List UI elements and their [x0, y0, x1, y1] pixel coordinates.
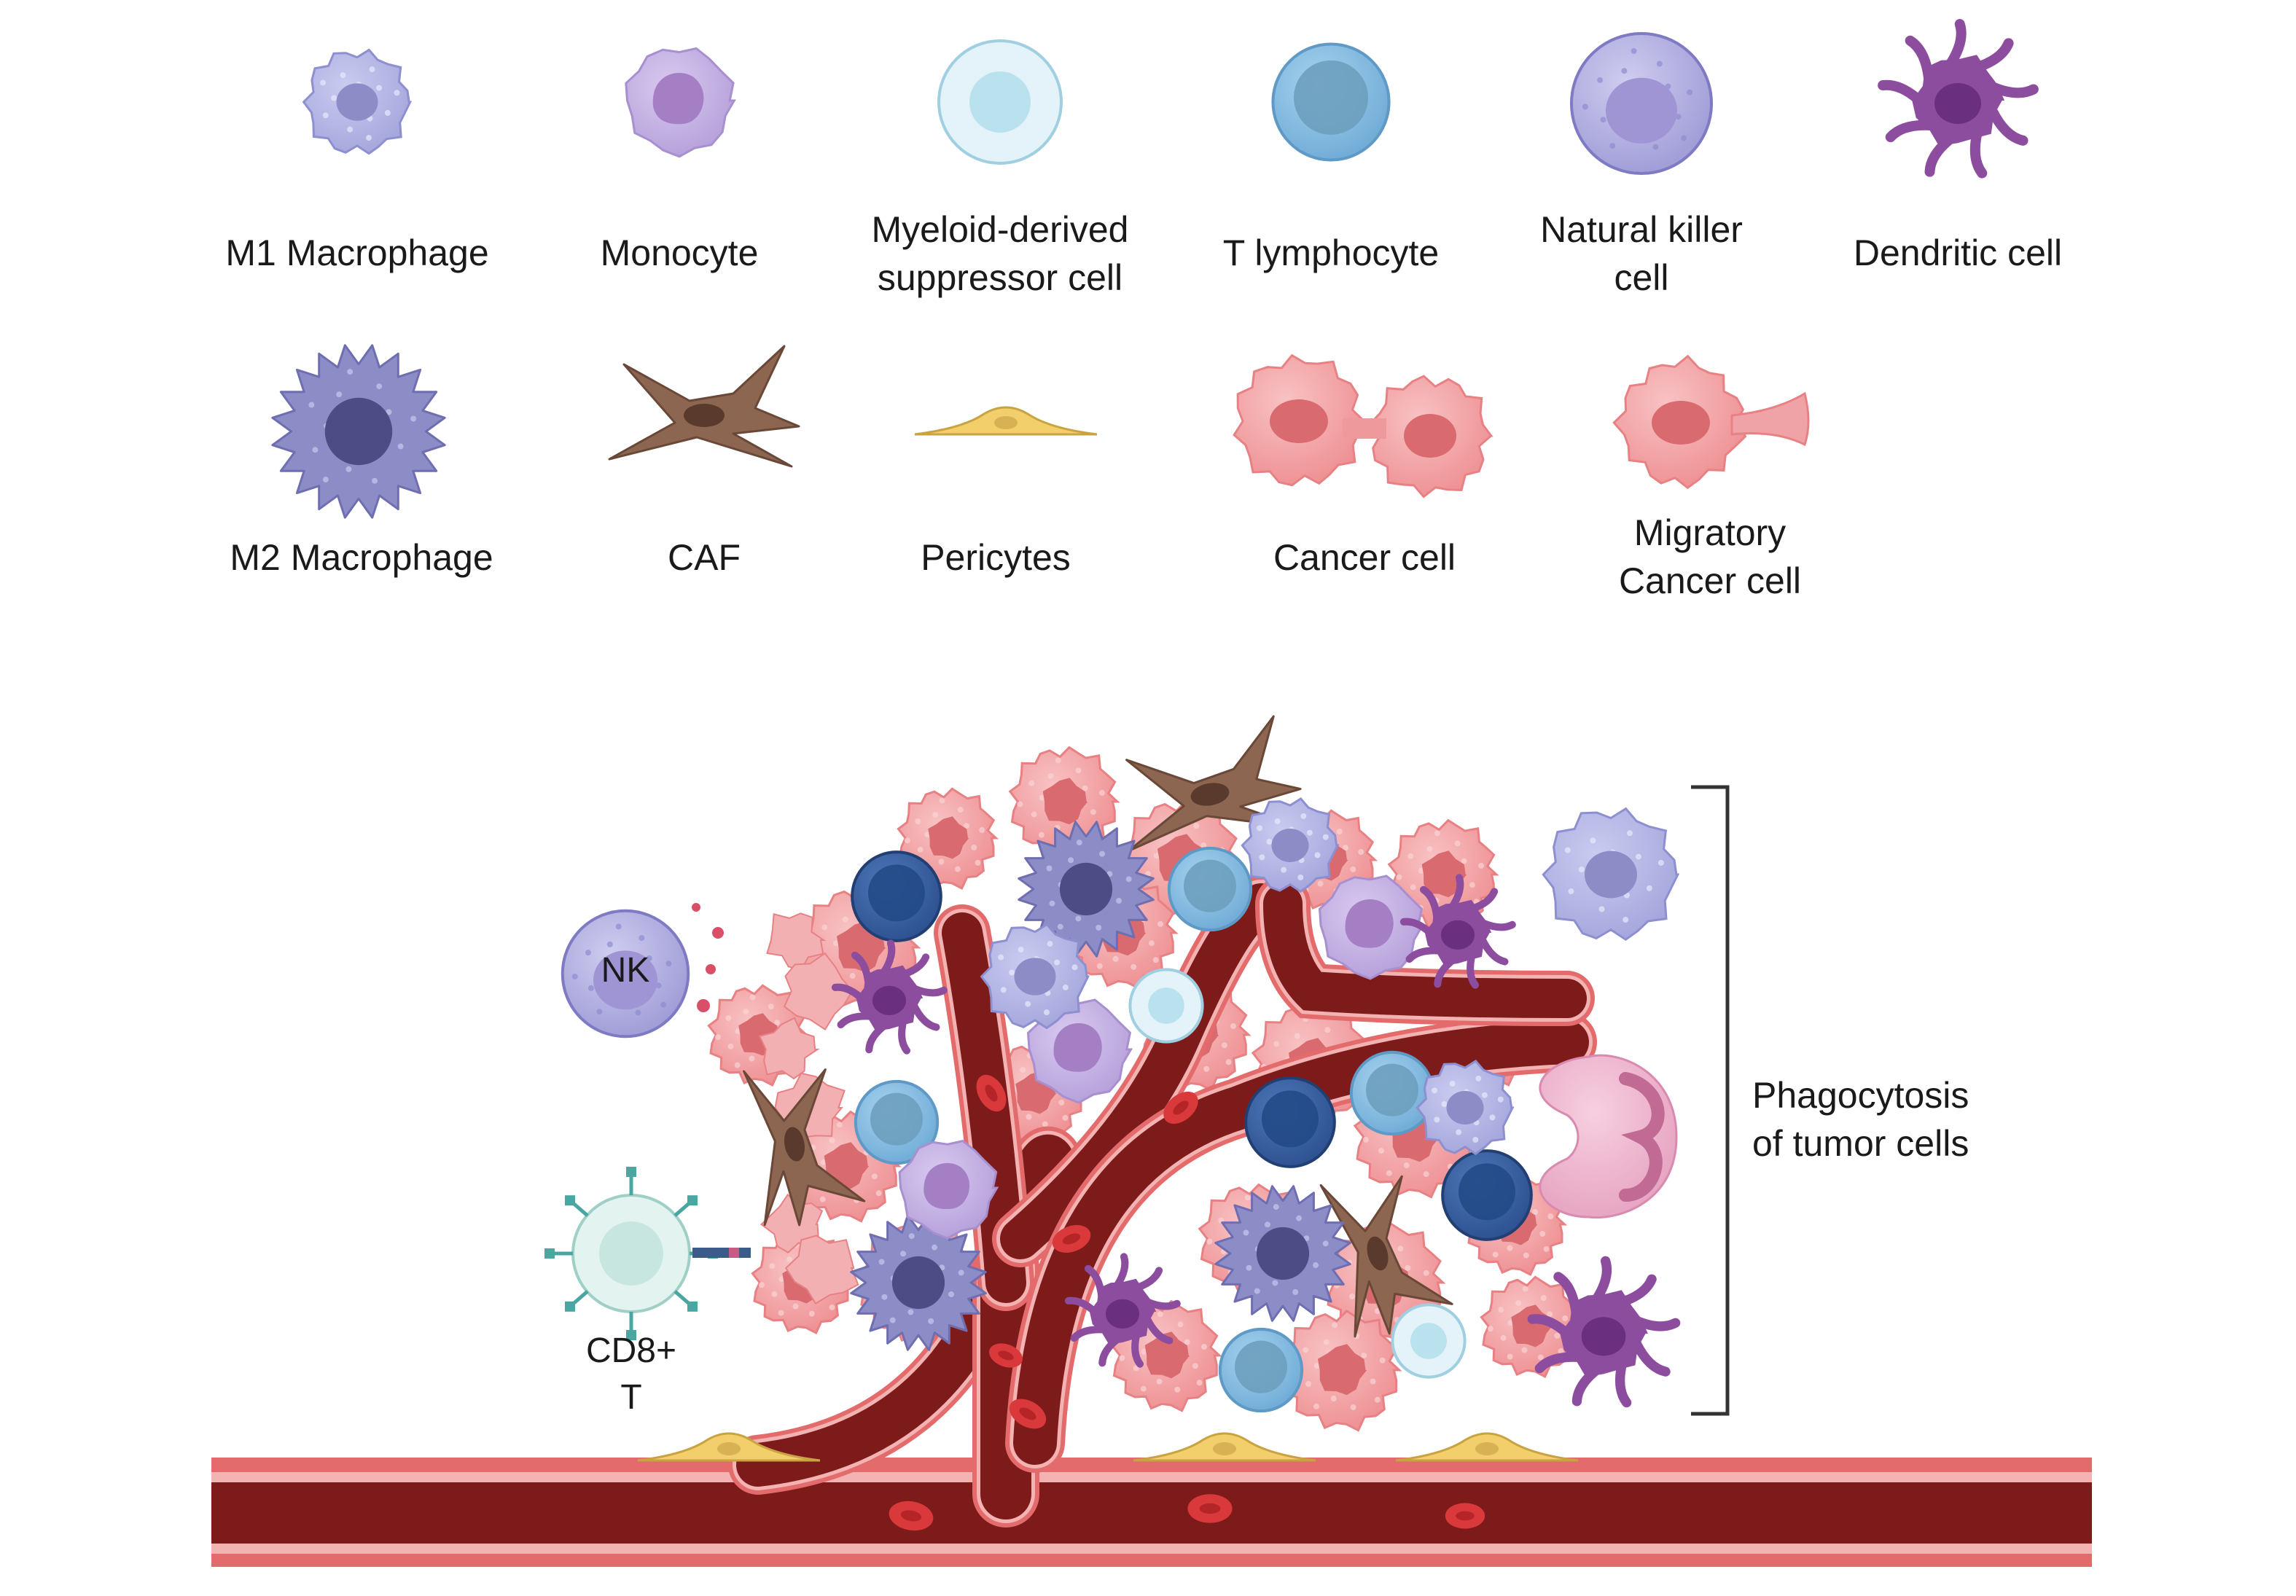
tumor-scene — [211, 715, 2092, 1567]
tumor-t-lymphocyte — [854, 1079, 940, 1165]
tumor-t-lymphocyte — [1349, 1050, 1435, 1136]
tumor-m1-macrophage — [1241, 797, 1340, 893]
cancer-cell-icon — [1233, 353, 1493, 498]
legend-label-m2-macrophage: M2 Macrophage — [230, 537, 493, 578]
blood-vessel-branches — [728, 875, 1597, 1531]
tumor-m2-macrophage — [1018, 821, 1155, 958]
legend-label-cancer-cell: Cancer cell — [1273, 537, 1456, 578]
vessel-pericyte — [1133, 1432, 1316, 1462]
caf-icon — [608, 345, 800, 468]
legend-icons — [271, 19, 2039, 519]
dendritic-cell-icon — [1878, 19, 2039, 179]
red-blood-cell — [976, 1074, 1007, 1112]
cd8-t-cell — [544, 1167, 751, 1340]
tumor-t-cell-activated — [851, 850, 942, 942]
m1-macrophage-icon — [302, 48, 413, 155]
nk-cell — [561, 909, 690, 1038]
red-blood-cell — [1445, 1503, 1485, 1529]
tumor-monocyte — [1318, 875, 1425, 980]
red-blood-cell — [889, 1501, 934, 1531]
tumor-caf — [1319, 1175, 1453, 1338]
tumor-mdsc — [1391, 1303, 1467, 1379]
blood-vessel-horizontal — [211, 1458, 2092, 1567]
tumor-dendritic-cell — [1064, 1253, 1181, 1368]
tumor-m2-macrophage — [850, 1214, 987, 1351]
nk-cell-icon — [1569, 31, 1714, 176]
tumor-m1-macrophage — [980, 923, 1090, 1030]
red-blood-cell — [989, 1343, 1023, 1368]
legend-label-monocyte: Monocyte — [600, 232, 759, 273]
vessel-pericyte — [1395, 1432, 1579, 1462]
cd8-t-cell-label: CD8+T — [585, 1331, 677, 1417]
phagocytosis-group — [1527, 785, 1730, 1416]
legend-label-pericytes: Pericytes — [921, 537, 1071, 578]
tumor-caf — [743, 1068, 866, 1227]
tumor-t-lymphocyte — [1167, 846, 1253, 932]
tumor-dendritic-cell — [831, 939, 948, 1055]
nk-cell-label: NK — [601, 951, 650, 990]
tumor-mdsc — [1128, 968, 1204, 1044]
legend-label-t-lymphocyte: T lymphocyte — [1222, 232, 1440, 273]
pericyte-icon — [914, 406, 1098, 436]
monocyte-icon — [625, 47, 736, 158]
tumor-dendritic-cell — [1399, 874, 1516, 989]
legend-label-dendritic-cell: Dendritic cell — [1853, 232, 2063, 273]
apoptotic-fragments — [692, 903, 859, 1305]
m2-macrophage-icon — [271, 344, 446, 519]
tumor-monocyte — [898, 1139, 999, 1240]
migratory-cancer-cell-icon — [1612, 354, 1810, 490]
pericytes-on-vessel — [637, 1432, 1579, 1462]
red-blood-cell — [1163, 1091, 1198, 1124]
mdsc-icon — [937, 39, 1063, 165]
legend-label-m1-macrophage: M1 Macrophage — [225, 232, 489, 273]
tumor-immune-cells — [743, 715, 1533, 1413]
red-blood-cell — [1052, 1225, 1091, 1253]
t-lymphocyte-icon — [1271, 42, 1391, 162]
phagocytosing-cell — [1539, 1054, 1678, 1219]
red-blood-cell — [1187, 1494, 1233, 1523]
tumor-t-cell-activated — [1244, 1076, 1336, 1168]
red-blood-cell — [1009, 1399, 1047, 1429]
vessel-pericyte — [637, 1432, 821, 1462]
tumor-t-lymphocyte — [1218, 1327, 1304, 1413]
phagocytic-macrophage — [1542, 807, 1680, 942]
phagocytosis-bracket — [1691, 785, 1730, 1416]
tumor-m1-macrophage — [1416, 1060, 1515, 1156]
legend-label-caf: CAF — [668, 537, 741, 578]
tumor-m2-macrophage — [1214, 1185, 1351, 1322]
phagocytic-dendritic-cell — [1527, 1256, 1681, 1408]
tumor-cancer-cell — [1280, 1309, 1402, 1432]
tumor-monocyte — [1026, 998, 1133, 1104]
tumor-t-cell-activated — [1441, 1149, 1533, 1241]
